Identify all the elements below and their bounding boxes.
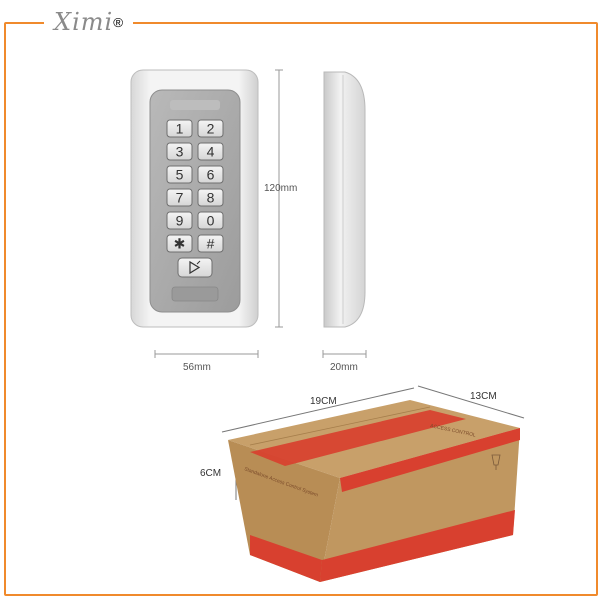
box-right-stripe — [320, 510, 515, 582]
box-front-stripe — [250, 535, 322, 582]
keypad-side-view — [323, 71, 366, 328]
keypad-key — [197, 165, 224, 184]
keypad-key — [197, 234, 224, 253]
keypad-key-label: 9 — [176, 213, 184, 229]
bell-icon — [189, 260, 201, 275]
height-dim-label: 120mm — [264, 183, 298, 194]
keypad-key-label: ✱ — [174, 236, 186, 252]
keypad-key-label: 1 — [176, 121, 184, 137]
keypad-key — [166, 142, 193, 161]
keypad-keys: 1 2 3 4 5 6 7 8 9 0 ✱ # — [166, 119, 224, 253]
trademark-symbol: ® — [113, 14, 124, 30]
depth-dim-label: 20mm — [330, 362, 358, 373]
keypad-key — [166, 119, 193, 138]
box-height-label: 6CM — [200, 468, 222, 479]
keypad-key — [197, 188, 224, 207]
keypad-key-label: 5 — [176, 167, 184, 183]
keypad-key-label: 8 — [207, 190, 215, 206]
keypad-key-label: 2 — [207, 121, 215, 137]
brand-logo: Ximi ® — [44, 8, 134, 36]
keypad-key — [197, 119, 224, 138]
keypad-key-label: 3 — [176, 144, 184, 160]
keypad-key-label: 6 — [207, 167, 215, 183]
keypad-top-slot — [170, 100, 220, 110]
width-dim-label: 56mm — [183, 362, 211, 373]
keypad-key-label: 7 — [176, 190, 184, 206]
box-flap-line — [249, 406, 431, 446]
box-width-dim — [417, 385, 525, 419]
keypad-key — [166, 234, 193, 253]
keypad-key — [197, 142, 224, 161]
page-frame — [4, 22, 598, 596]
box-right-band — [340, 428, 520, 492]
box-width-label: 13CM — [470, 391, 497, 402]
keypad-key-label: 4 — [207, 144, 215, 160]
keypad-bottom-slot — [171, 286, 219, 302]
logo-text: Ximi — [54, 8, 114, 36]
bell-key — [177, 257, 213, 278]
box-length-dim — [221, 387, 415, 433]
keypad-key-label: # — [207, 236, 215, 252]
keypad-panel — [149, 89, 241, 313]
keypad-key — [166, 165, 193, 184]
box-top-stripe — [250, 410, 466, 466]
fragile-glass-icon — [491, 454, 501, 470]
keypad-key — [166, 188, 193, 207]
box-length-label: 19CM — [310, 396, 337, 407]
keypad-key — [166, 211, 193, 230]
keypad-key-label: 0 — [207, 213, 215, 229]
shipping-box: Standalone Access Control System ACCESS … — [228, 400, 520, 582]
keypad-key — [197, 211, 224, 230]
